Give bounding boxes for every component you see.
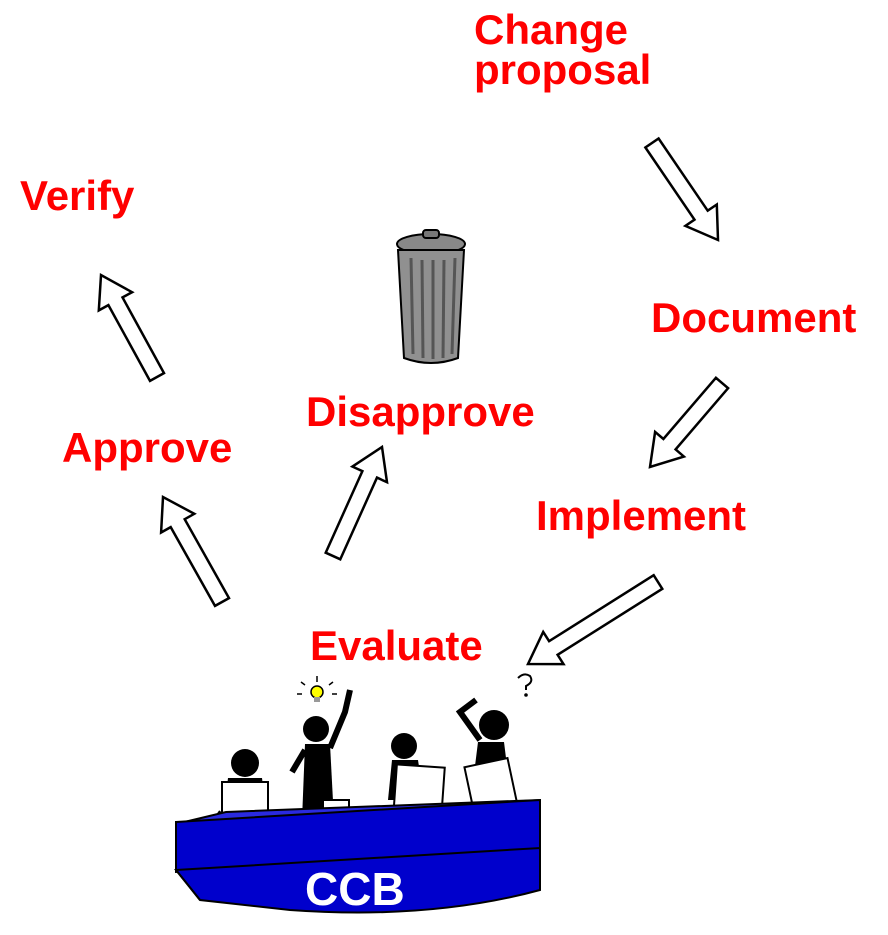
change-proposal-line-1: Change <box>474 6 629 53</box>
flow-arrows <box>97 136 730 666</box>
light-bulb-icon <box>297 676 337 702</box>
arrow-implement-to-evaluate <box>526 573 665 666</box>
question-mark-icon <box>517 673 533 697</box>
arrow-approve-to-verify <box>97 272 166 383</box>
arrow-evaluate-to-disapprove <box>324 444 389 561</box>
document-label: Document <box>651 294 857 341</box>
evaluate-label: Evaluate <box>310 622 483 669</box>
arrow-proposal-to-document <box>643 136 720 242</box>
arrow-evaluate-to-approve <box>159 494 231 608</box>
implement-label: Implement <box>536 492 747 539</box>
approve-label: Approve <box>62 424 233 471</box>
change-proposal-line-2: proposal <box>474 46 652 93</box>
arrow-document-to-implement <box>648 376 730 469</box>
trash-can-icon <box>396 229 466 364</box>
verify-label: Verify <box>20 172 135 219</box>
change-proposal-label: Change proposal <box>474 6 652 93</box>
ccb-board-label: CCB <box>305 863 405 915</box>
disapprove-label: Disapprove <box>306 388 535 435</box>
ccb-table <box>174 798 541 914</box>
